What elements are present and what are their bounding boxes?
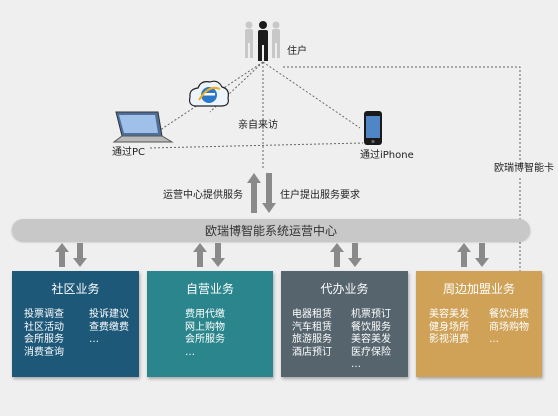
service-item: 会所服务 <box>185 334 225 345</box>
box-col-right: 餐饮消费 商场购物 … <box>489 309 529 347</box>
service-item: 医疗保险 <box>351 346 391 358</box>
pc-label: 通过PC <box>112 147 146 158</box>
arrow-down-icon <box>475 243 489 271</box>
service-item: … <box>185 346 195 358</box>
line-resident-pc <box>144 61 264 141</box>
box-community-business: 社区业务 投票调查 社区活动 会所服务 消费查询 投诉建议 查费缴费 … <box>12 271 139 377</box>
box-title: 代办业务 <box>320 282 369 296</box>
line-resident-card-top <box>283 66 521 160</box>
box-title: 自营业务 <box>185 282 234 296</box>
box-title: 周边加盟业务 <box>442 282 515 296</box>
service-item: 投票调查 <box>24 309 64 320</box>
visit-label: 亲自来访 <box>238 120 278 131</box>
service-item: 费用代缴 <box>185 309 225 320</box>
arrow-down-icon <box>348 243 362 271</box>
iphone-label: 通过iPhone <box>360 150 414 161</box>
box-self-operated-business: 自营业务 费用代缴 网上购物 会所服务 … <box>147 271 273 377</box>
line-resident-iphone <box>262 61 361 129</box>
service-item: 美容美发 <box>351 334 391 345</box>
service-item: 商场购物 <box>489 321 529 333</box>
arrow-down-icon <box>211 243 225 271</box>
card-label: 欧瑞博智能卡 <box>494 163 554 174</box>
service-item: 电器租赁 <box>292 309 332 320</box>
operations-center-label: 欧瑞博智能系统运营中心 <box>204 223 337 238</box>
service-item: 查费缴费 <box>89 321 129 333</box>
arrow-up-icon <box>457 243 471 271</box>
operations-center-bar: 欧瑞博智能系统运营中心 <box>12 219 530 241</box>
smartphone-icon <box>363 110 383 150</box>
resident-label: 住户 <box>287 46 307 57</box>
line-pc-iphone <box>149 142 364 149</box>
service-item: 会所服务 <box>24 334 64 345</box>
service-item: 酒店预订 <box>292 346 332 358</box>
service-item: 旅游服务 <box>292 334 332 345</box>
box-col-left: 投票调查 社区活动 会所服务 消费查询 <box>24 309 64 359</box>
center-provides-label: 运营中心提供服务 <box>163 190 243 201</box>
box-col-left: 电器租赁 汽车租赁 旅游服务 酒店预订 <box>292 309 332 359</box>
service-item: 影视消费 <box>429 334 469 345</box>
service-item: 美容美发 <box>429 309 469 320</box>
arrow-up-icon <box>55 243 69 271</box>
box-col-right: 机票预订 餐饮服务 美容美发 医疗保险 … <box>351 309 391 372</box>
arrow-down-icon <box>262 173 276 217</box>
service-item: 社区活动 <box>24 321 64 333</box>
arrow-up-icon <box>193 243 207 271</box>
service-item: 汽车租赁 <box>292 321 332 333</box>
service-item: … <box>89 334 99 345</box>
service-item: 健身场所 <box>429 321 469 333</box>
service-item: 餐饮消费 <box>489 309 529 320</box>
service-item: 网上购物 <box>185 321 225 333</box>
service-item: 餐饮服务 <box>351 321 391 333</box>
service-item: 投诉建议 <box>89 309 129 320</box>
arrow-up-icon <box>330 243 344 271</box>
box-franchise-business: 周边加盟业务 美容美发 健身场所 影视消费 餐饮消费 商场购物 … <box>416 271 542 377</box>
service-item: 消费查询 <box>24 346 64 358</box>
service-item: … <box>489 334 499 345</box>
people-icon <box>241 20 285 68</box>
arrow-up-icon <box>247 173 261 217</box>
box-col-left: 美容美发 健身场所 影视消费 <box>429 309 469 347</box>
internet-explorer-icon <box>187 78 231 116</box>
box-col-left: 费用代缴 网上购物 会所服务 … <box>185 309 225 359</box>
resident-requests-label: 住户提出服务要求 <box>280 190 360 201</box>
service-item: … <box>351 359 361 370</box>
box-agency-business: 代办业务 电器租赁 汽车租赁 旅游服务 酒店预订 机票预订 餐饮服务 美容美发 … <box>281 271 408 377</box>
laptop-icon <box>110 110 176 150</box>
arrow-down-icon <box>73 243 87 271</box>
box-title: 社区业务 <box>51 282 100 296</box>
box-col-right: 投诉建议 查费缴费 … <box>89 309 129 347</box>
service-item: 机票预订 <box>351 309 391 320</box>
